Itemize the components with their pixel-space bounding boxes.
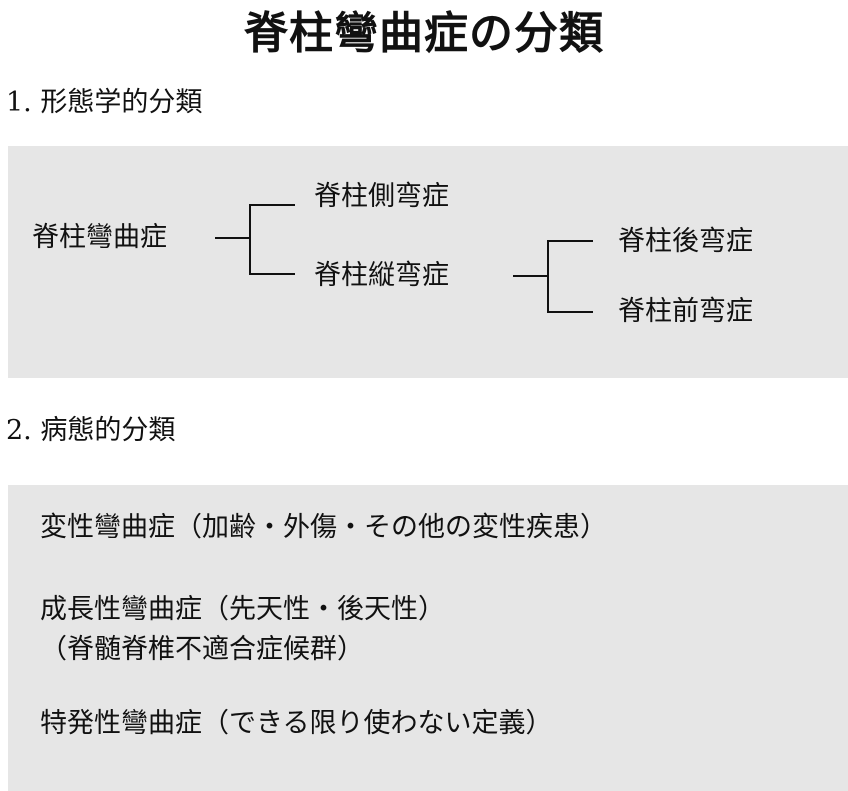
tree-node-scoliosis: 脊柱側弯症 bbox=[314, 181, 449, 212]
section-heading-pathological: 2. 病態的分類 bbox=[6, 415, 176, 446]
sagittal-bracket bbox=[547, 240, 593, 313]
tree-node-root: 脊柱彎曲症 bbox=[32, 222, 167, 253]
tree-node-sagittal: 脊柱縦弯症 bbox=[314, 260, 449, 291]
root-bracket bbox=[249, 204, 295, 275]
tree-node-lordosis: 脊柱前弯症 bbox=[618, 296, 753, 327]
morphological-classification-panel: 脊柱彎曲症 脊柱側弯症 脊柱縦弯症 脊柱後弯症 脊柱前弯症 bbox=[8, 146, 848, 378]
tree-node-kyphosis: 脊柱後弯症 bbox=[618, 226, 753, 257]
list-item-idiopathic: 特発性彎曲症（できる限り使わない定義） bbox=[40, 708, 553, 739]
list-item-growth-sub: （脊髄脊椎不適合症候群） bbox=[40, 634, 364, 665]
pathological-classification-panel: 変性彎曲症（加齢・外傷・その他の変性疾患） 成長性彎曲症（先天性・後天性） （脊… bbox=[8, 485, 848, 791]
section-heading-morphological: 1. 形態学的分類 bbox=[6, 87, 203, 118]
list-item-growth: 成長性彎曲症（先天性・後天性） bbox=[40, 594, 445, 625]
list-item-degenerative: 変性彎曲症（加齢・外傷・その他の変性疾患） bbox=[40, 512, 607, 543]
page-title: 脊柱彎曲症の分類 bbox=[244, 8, 604, 59]
tree-connector-lines bbox=[215, 204, 593, 313]
